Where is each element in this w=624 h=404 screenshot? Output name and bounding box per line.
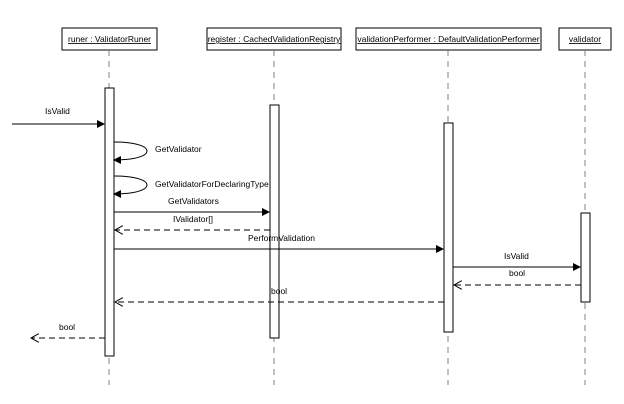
message-label: GetValidator [155, 144, 202, 154]
self-call-arrow [113, 175, 148, 198]
activation-bar [104, 87, 115, 357]
message-ivalidator-return: IValidator[] [115, 214, 270, 230]
message-label: bool [509, 268, 525, 278]
activation-bar [269, 104, 280, 339]
participant-validator: validator [558, 27, 612, 385]
activation-bar [580, 212, 591, 303]
participant-label: register : CachedValidationRegistry [208, 34, 341, 44]
participant-label: runer : ValidatorRuner [68, 34, 151, 44]
message-label: bool [271, 286, 287, 296]
message-label: IsValid [504, 251, 529, 261]
message-bool-from-performer: bool [115, 286, 444, 302]
message-label: bool [59, 322, 75, 332]
message-getvalidators: GetValidators [114, 196, 270, 216]
message-label: IValidator[] [173, 214, 213, 224]
message-getvalidator: GetValidator [113, 141, 202, 164]
message-isvalid-in: IsValid [12, 106, 105, 128]
message-label: PerformValidation [248, 233, 315, 243]
message-performvalidation: PerformValidation [114, 233, 444, 253]
message-label: GetValidators [168, 196, 219, 206]
message-bool-out: bool [31, 322, 105, 338]
message-label: GetValidatorForDeclaringType [155, 179, 269, 189]
participant-register: register : CachedValidationRegistry [206, 27, 342, 385]
message-bool-from-validator: bool [454, 268, 581, 285]
participant-label: validator [569, 34, 601, 44]
participant-label: validationPerformer : DefaultValidationP… [357, 34, 539, 44]
message-label: IsValid [45, 106, 70, 116]
message-getvalidator-declaring: GetValidatorForDeclaringType [113, 175, 269, 198]
participant-performer: validationPerformer : DefaultValidationP… [355, 27, 542, 385]
self-call-arrow [113, 141, 148, 164]
participant-runer: runer : ValidatorRuner [61, 27, 158, 385]
message-isvalid-validator: IsValid [453, 251, 581, 271]
activation-bar [443, 122, 454, 333]
